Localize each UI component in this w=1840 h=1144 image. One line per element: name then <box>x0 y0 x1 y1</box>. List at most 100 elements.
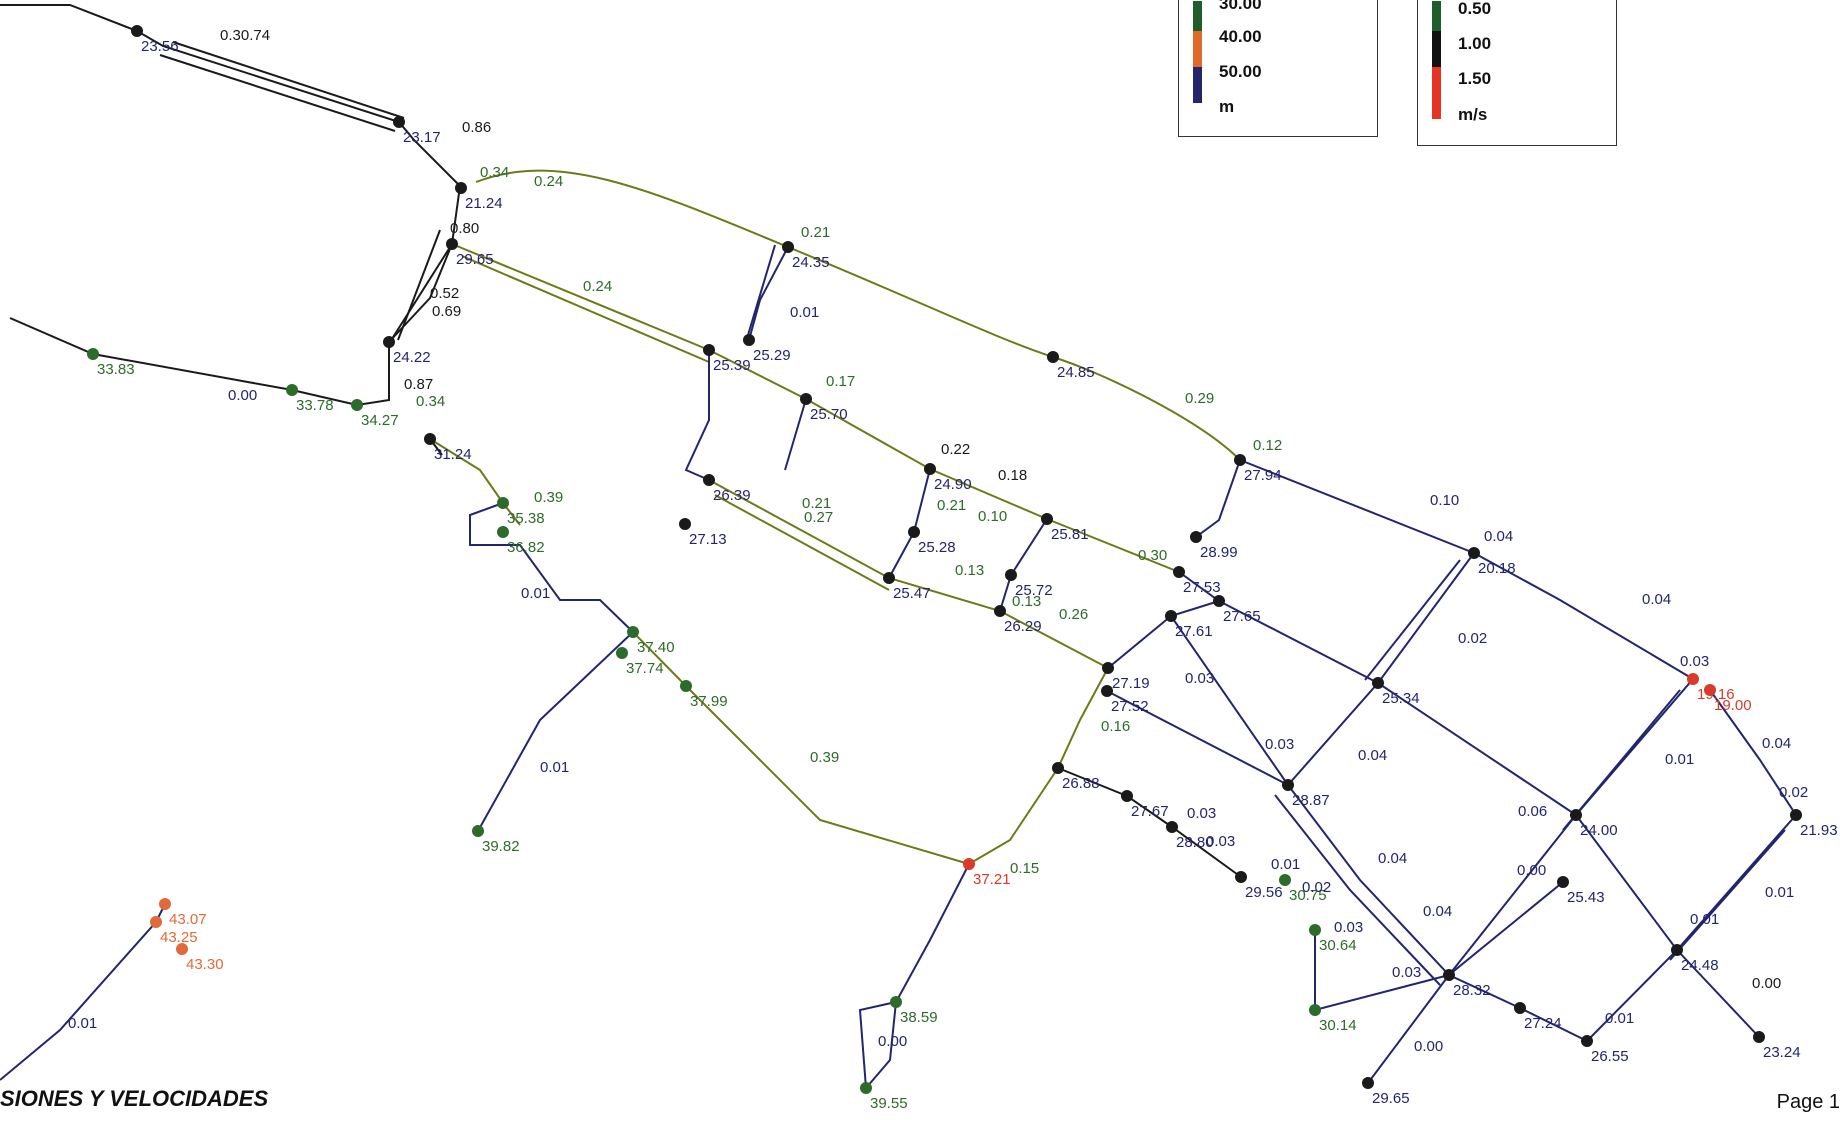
junction-node <box>1557 876 1569 888</box>
label-layer: 23.5623.1721.2429.6524.2233.8333.7834.27… <box>68 27 1838 1112</box>
pipe-velocity-label: 0.21 <box>802 495 831 512</box>
pipe-velocity-label: 0.01 <box>1690 911 1719 928</box>
junction-node <box>1753 1031 1765 1043</box>
pipe-velocity-label: 0.30.74 <box>220 27 270 44</box>
junction-node <box>1234 454 1246 466</box>
junction-node <box>1282 779 1294 791</box>
node-pressure-label: 24.48 <box>1681 957 1719 974</box>
node-pressure-label: 37.21 <box>973 871 1011 888</box>
junction-node <box>1671 944 1683 956</box>
junction-node <box>782 241 794 253</box>
junction-node <box>1102 662 1114 674</box>
pipe-velocity-label: 0.16 <box>1101 718 1130 735</box>
node-pressure-label: 19.16 <box>1697 686 1735 703</box>
node-pressure-label: 24.22 <box>393 349 431 366</box>
node-pressure-label: 39.82 <box>482 838 520 855</box>
node-pressure-label: 34.27 <box>361 412 399 429</box>
node-pressure-label: 36.82 <box>507 539 545 556</box>
node-pressure-label: 26.88 <box>1062 775 1100 792</box>
legend-unit: m <box>1219 97 1235 116</box>
pipe-velocity-label: 0.01 <box>68 1015 97 1032</box>
junction-node <box>1213 595 1225 607</box>
junction-node <box>1704 684 1716 696</box>
junction-node <box>131 25 143 37</box>
pipe-network <box>0 4 1798 1091</box>
pipe-velocity-label: 0.87 <box>404 376 433 393</box>
node-pressure-label: 28.99 <box>1200 544 1238 561</box>
node-pressure-label: 27.24 <box>1524 1015 1562 1032</box>
pipe-velocity-label: 0.69 <box>432 303 461 320</box>
legend-entry: 30.00 <box>1219 0 1262 13</box>
junction-node <box>860 1082 872 1094</box>
junction-node <box>1468 547 1480 559</box>
legend-entry: 40.00 <box>1219 27 1262 46</box>
pipe-velocity-label: 0.01 <box>1605 1010 1634 1027</box>
node-pressure-label: 27.19 <box>1112 675 1150 692</box>
pipe-velocity-label: 0.27 <box>804 509 833 526</box>
node-pressure-label: 30.64 <box>1319 937 1357 954</box>
pipe-velocity-label: 0.03 <box>1392 964 1421 981</box>
junction-node <box>1101 685 1113 697</box>
pipe-velocity-label: 0.02 <box>1779 784 1808 801</box>
pipe-velocity-label: 0.06 <box>1518 803 1547 820</box>
node-pressure-label: 39.55 <box>870 1095 908 1112</box>
junction-node <box>87 348 99 360</box>
junction-node <box>393 116 405 128</box>
junction-node <box>1687 673 1699 685</box>
junction-node <box>1372 677 1384 689</box>
node-pressure-label: 43.07 <box>169 911 207 928</box>
junction-node <box>286 384 298 396</box>
legend-unit: m/s <box>1458 105 1488 124</box>
pipe-velocity-label: 0.80 <box>450 220 479 237</box>
junction-node <box>680 680 692 692</box>
junction-node <box>1165 610 1177 622</box>
node-pressure-label: 24.90 <box>934 476 972 493</box>
pipe-velocity-label: 0.03 <box>1187 805 1216 822</box>
pipe-velocity-label: 0.17 <box>826 373 855 390</box>
legend-swatch-30 <box>1193 1 1202 31</box>
node-pressure-label: 30.75 <box>1289 887 1327 904</box>
node-pressure-label: 37.99 <box>690 693 728 710</box>
pipe-velocity-label: 0.03 <box>1334 919 1363 936</box>
junction-node <box>176 943 188 955</box>
node-pressure-label: 43.30 <box>186 956 224 973</box>
junction-node <box>497 497 509 509</box>
node-pressure-label: 25.47 <box>893 585 931 602</box>
node-pressure-label: 25.70 <box>810 406 848 423</box>
junction-node <box>150 916 162 928</box>
pipe-velocity-label: 0.26 <box>1059 606 1088 623</box>
node-pressure-label: 35.38 <box>507 510 545 527</box>
junction-node <box>472 825 484 837</box>
node-pressure-label: 37.74 <box>626 660 664 677</box>
node-pressure-label: 27.52 <box>1111 698 1149 715</box>
junction-node <box>703 474 715 486</box>
node-pressure-label: 27.94 <box>1244 467 1282 484</box>
junction-node <box>1581 1035 1593 1047</box>
pipe-velocity-label: 0.21 <box>801 224 830 241</box>
pipe-velocity-label: 0.10 <box>978 508 1007 525</box>
pipe-velocity-label: 0.03 <box>1265 736 1294 753</box>
junction-node <box>994 605 1006 617</box>
pipe-velocity-label: 0.03 <box>1206 833 1235 850</box>
pipe-velocity-label: 0.04 <box>1378 850 1407 867</box>
node-pressure-label: 24.00 <box>1580 822 1618 839</box>
node-pressure-label: 27.67 <box>1131 803 1169 820</box>
junction-node <box>424 433 436 445</box>
pipe-velocity-label: 0.03 <box>1680 653 1709 670</box>
node-pressure-label: 23.24 <box>1763 1044 1801 1061</box>
node-pressure-label: 25.29 <box>753 347 791 364</box>
pipe-group-blue <box>0 244 1798 1091</box>
velocity-legend: 0.50 1.00 1.50 m/s <box>1417 0 1617 146</box>
junction-node <box>446 238 458 250</box>
junction-node <box>1279 874 1291 886</box>
pressure-legend: 30.00 40.00 50.00 m <box>1178 0 1378 137</box>
node-pressure-label: 25.39 <box>713 357 751 374</box>
node-pressure-label: 26.29 <box>1004 618 1042 635</box>
junction-node <box>703 344 715 356</box>
pipe-velocity-label: 0.01 <box>540 759 569 776</box>
pipe-velocity-label: 0.34 <box>480 164 509 181</box>
node-pressure-label: 37.40 <box>637 639 675 656</box>
junction-node <box>159 898 171 910</box>
pipe-velocity-label: 0.12 <box>1253 437 1282 454</box>
node-pressure-label: 27.13 <box>689 531 727 548</box>
